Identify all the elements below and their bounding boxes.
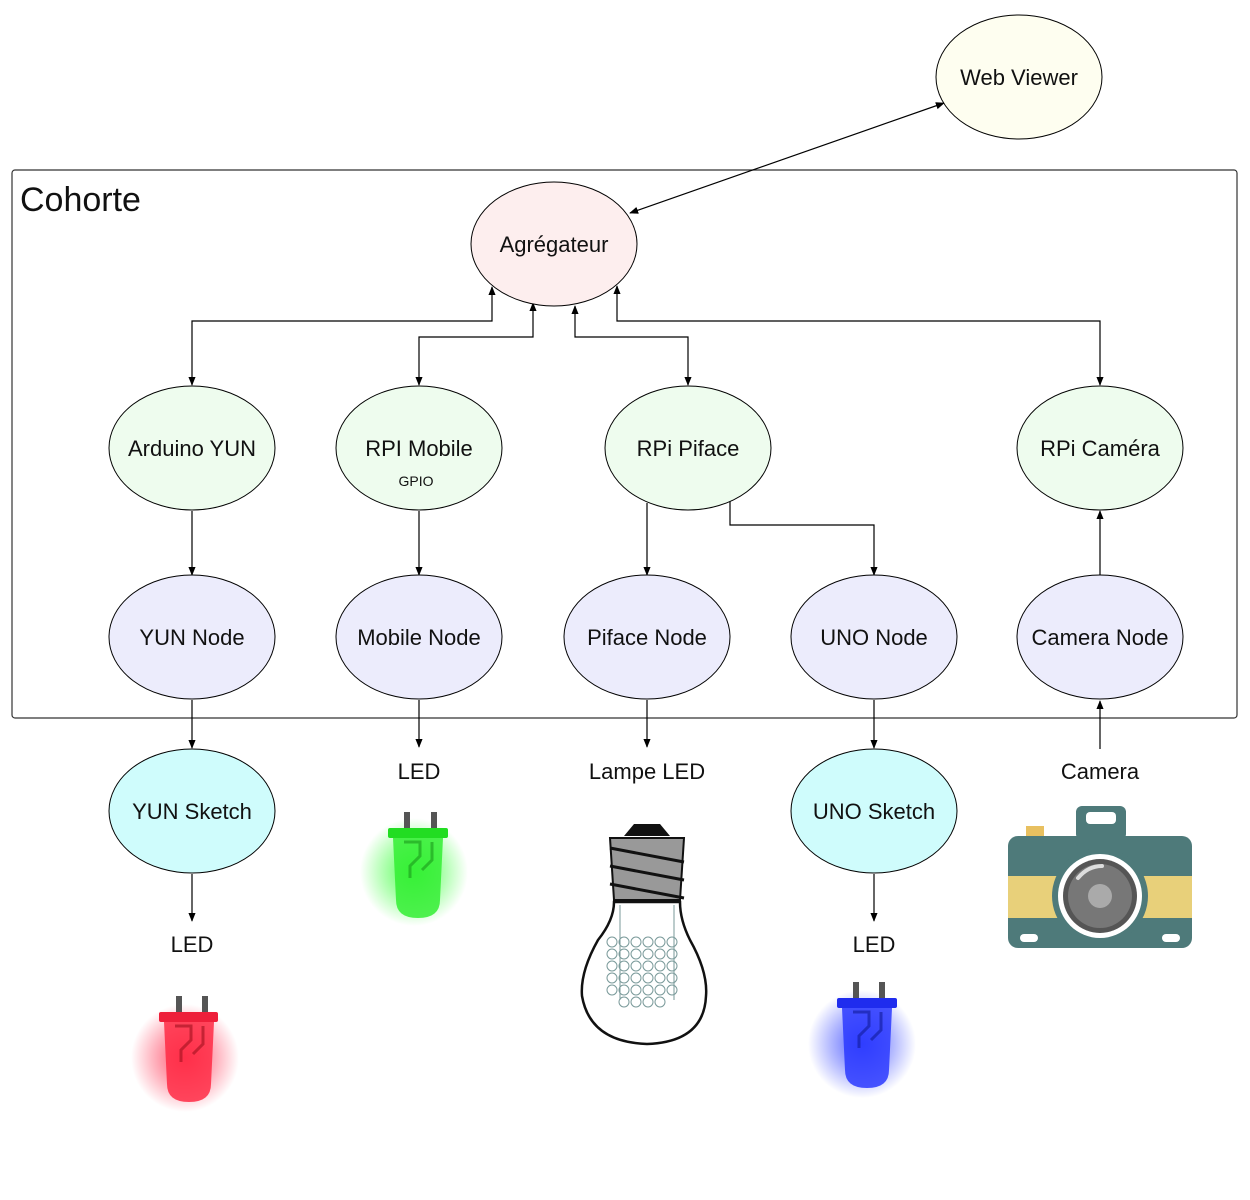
edge-aggregator-piface (571, 305, 692, 386)
uno-node-label: UNO Node (820, 625, 928, 650)
web-viewer-node[interactable]: Web Viewer (935, 14, 1103, 140)
edge-aggregator-camera (613, 285, 1104, 386)
camera-node[interactable]: Camera Node (1016, 574, 1184, 700)
arduino-yun-node[interactable]: Arduino YUN (108, 385, 276, 511)
aggregator-node[interactable]: Agrégateur (470, 181, 638, 307)
camera-node-label: Camera Node (1032, 625, 1169, 650)
piface-node-label: Piface Node (587, 625, 707, 650)
cohorte-group-label: Cohorte (20, 181, 141, 219)
led-yun-label: LED (171, 932, 214, 957)
aggregator-label: Agrégateur (500, 232, 609, 257)
edges (188, 102, 1104, 922)
led-mobile-label: LED (398, 759, 441, 784)
light-bulb-icon (580, 824, 708, 1046)
led-uno-label: LED (853, 932, 896, 957)
uno-node[interactable]: UNO Node (790, 574, 958, 700)
edge-aggregator-rpimobile (415, 302, 537, 386)
edge-aggregator-arduino (188, 286, 496, 386)
arduino-yun-label: Arduino YUN (128, 436, 256, 461)
rpi-mobile-label: RPI Mobile (365, 436, 473, 461)
uno-sketch-label: UNO Sketch (813, 799, 935, 824)
yun-node[interactable]: YUN Node (108, 574, 276, 700)
red-led-icon (131, 996, 239, 1112)
yun-sketch-node[interactable]: YUN Sketch (108, 748, 276, 874)
mobile-node[interactable]: Mobile Node (335, 574, 503, 700)
edge-aggregator-webviewer (629, 102, 945, 214)
yun-node-label: YUN Node (139, 625, 244, 650)
rpi-mobile-gpio-label: GPIO (398, 473, 433, 489)
piface-node[interactable]: Piface Node (563, 574, 731, 700)
web-viewer-label: Web Viewer (960, 65, 1078, 90)
edge-piface-unonode (729, 500, 878, 576)
cohorte-group-box (11, 169, 1238, 719)
rpi-mobile-node[interactable]: RPI Mobile GPIO (335, 385, 503, 511)
lampe-led-label: Lampe LED (589, 759, 705, 784)
mobile-node-label: Mobile Node (357, 625, 481, 650)
camera-icon (1008, 806, 1192, 948)
rpi-camera-label: RPi Caméra (1040, 436, 1161, 461)
blue-led-icon (808, 982, 916, 1098)
green-led-icon (360, 812, 468, 926)
rpi-piface-label: RPi Piface (637, 436, 740, 461)
uno-sketch-node[interactable]: UNO Sketch (790, 748, 958, 874)
rpi-piface-node[interactable]: RPi Piface (604, 385, 772, 511)
rpi-camera-node[interactable]: RPi Caméra (1016, 385, 1184, 511)
camera-label: Camera (1061, 759, 1140, 784)
yun-sketch-label: YUN Sketch (132, 799, 252, 824)
